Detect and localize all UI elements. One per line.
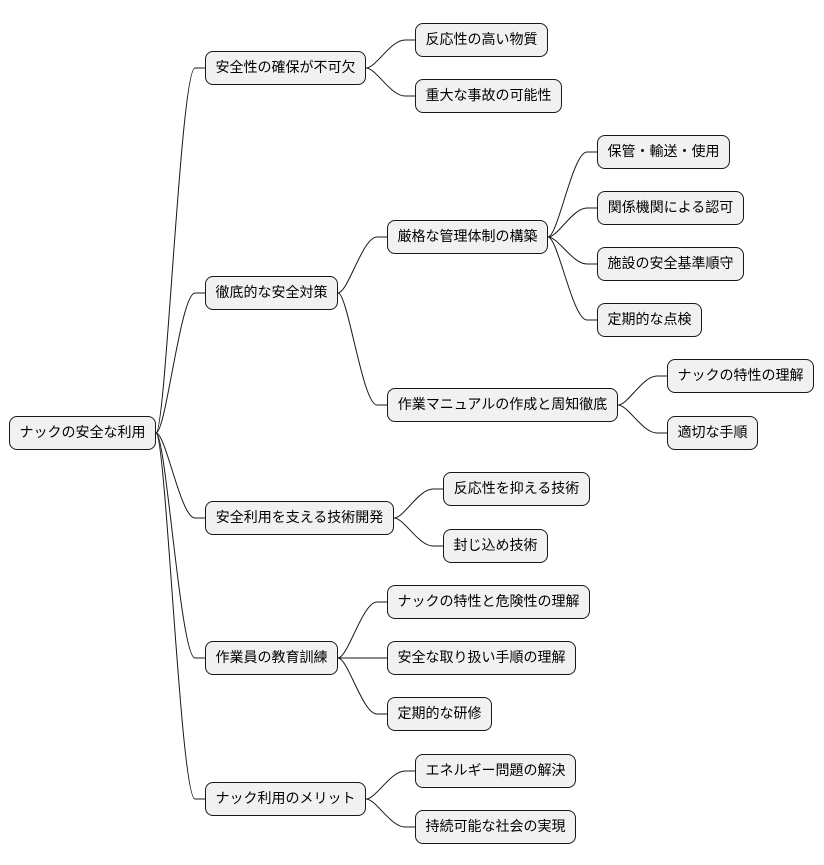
leaf-node-proper-procedure: 適切な手順 xyxy=(667,416,758,450)
leaf-node-handling-procedure: 安全な取り扱い手順の理解 xyxy=(387,641,576,675)
connector-line xyxy=(337,601,387,659)
connector-line xyxy=(547,236,597,265)
leaf-node-highly-reactive: 反応性の高い物質 xyxy=(415,23,548,57)
connector-line xyxy=(155,432,205,800)
subbranch-node-management-system: 厳格な管理体制の構築 xyxy=(387,220,548,254)
leaf-node-reactivity-control: 反応性を抑える技術 xyxy=(443,472,590,506)
connector-line xyxy=(365,39,415,69)
branch-node-thorough-measures: 徹底的な安全対策 xyxy=(205,276,338,310)
connector-line xyxy=(155,432,205,519)
leaf-node-properties-hazards: ナックの特性と危険性の理解 xyxy=(387,585,590,619)
leaf-node-regular-inspection: 定期的な点検 xyxy=(597,303,702,337)
connector-line xyxy=(337,236,387,294)
leaf-node-regular-training: 定期的な研修 xyxy=(387,697,492,731)
subbranch-node-work-manual: 作業マニュアルの作成と周知徹底 xyxy=(387,388,618,422)
connector-line xyxy=(365,770,415,800)
leaf-node-energy-problem: エネルギー問題の解決 xyxy=(415,754,576,788)
branch-node-safety-essential: 安全性の確保が不可欠 xyxy=(205,51,366,85)
leaf-node-containment: 封じ込め技術 xyxy=(443,529,548,563)
leaf-node-serious-accident: 重大な事故の可能性 xyxy=(415,79,562,113)
connector-line xyxy=(365,798,415,828)
branch-node-worker-training: 作業員の教育訓練 xyxy=(205,641,338,675)
connector-line xyxy=(365,67,415,97)
connector-line xyxy=(547,207,597,238)
leaf-node-facility-standards: 施設の安全基準順守 xyxy=(597,247,744,281)
connector-line xyxy=(617,404,667,434)
branch-node-tech-development: 安全利用を支える技術開発 xyxy=(205,501,394,535)
connector-line xyxy=(155,432,205,659)
connector-line xyxy=(617,375,667,406)
root-node: ナックの安全な利用 xyxy=(9,416,156,450)
branch-node-benefits: ナック利用のメリット xyxy=(205,782,366,816)
connector-line xyxy=(337,657,387,715)
connector-line xyxy=(547,151,597,238)
connector-line xyxy=(155,67,205,434)
leaf-node-authority-approval: 関係機関による認可 xyxy=(597,191,744,225)
connector-line xyxy=(393,488,443,519)
connector-line xyxy=(547,236,597,321)
connector-line xyxy=(337,292,387,406)
leaf-node-sustainable-society: 持続可能な社会の実現 xyxy=(415,810,576,844)
leaf-node-understand-properties: ナックの特性の理解 xyxy=(667,359,814,393)
connector-line xyxy=(393,517,443,547)
connector-line xyxy=(155,292,205,434)
leaf-node-storage-transport-use: 保管・輸送・使用 xyxy=(597,135,730,169)
